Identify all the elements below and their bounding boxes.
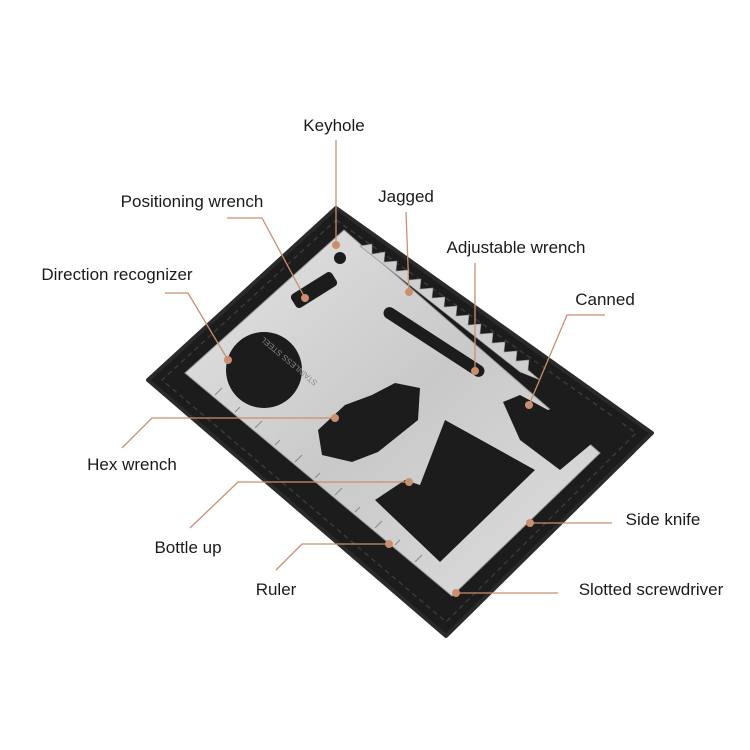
long-slot [383,307,485,377]
ruler-ticks [214,387,423,563]
leader-ruler [275,543,389,571]
bottle-opener-hole [375,420,535,562]
leader-dots [224,241,534,597]
direction-recognizer-hole [226,332,302,408]
leader-hex-wrench [121,417,335,449]
cutouts [226,252,620,562]
label-positioning-wrench: Positioning wrench [120,192,264,211]
leather-stitching [160,219,638,624]
leader-lines [121,140,612,594]
canned-hole [503,395,620,470]
leader-bottle-up [189,481,409,529]
label-direction-recognizer: Direction recognizer [41,265,193,284]
label-canned: Canned [575,290,635,309]
label-bottle-up: Bottle up [154,538,222,557]
leader-jagged [405,211,410,293]
leader-direction-recognizer [165,292,229,361]
leader-canned [528,314,605,406]
label-jagged: Jagged [378,187,434,206]
label-side-knife: Side knife [625,510,701,529]
hex-wrench-hole [318,383,420,462]
serrated-edge [359,243,541,381]
label-hex-wrench: Hex wrench [87,455,177,474]
label-adjustable-wrench: Adjustable wrench [446,238,586,257]
label-slotted-screwdriver: Slotted screwdriver [578,580,724,599]
leader-positioning-wrench [227,217,306,299]
label-ruler: Ruler [255,580,297,599]
label-keyhole: Keyhole [303,116,365,135]
keyhole-hole [334,252,346,264]
